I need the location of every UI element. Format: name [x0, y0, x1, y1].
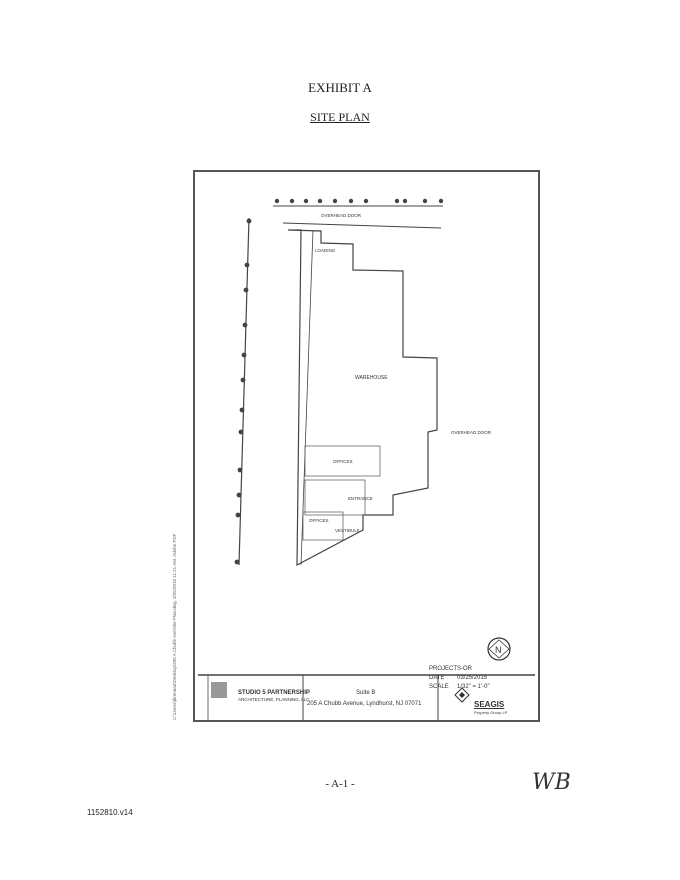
label-side-door: OVERHEAD DOOR	[451, 430, 492, 435]
label-entrance: ENTRANCE	[348, 496, 373, 501]
north-arrow-icon: N	[487, 637, 511, 661]
svg-text:N: N	[495, 645, 502, 655]
page-number: - A-1 -	[325, 778, 355, 790]
label-top-door: OVERHEAD DOOR	[321, 213, 362, 218]
exhibit-title: EXHIBIT A	[308, 80, 372, 95]
exhibit-subtitle: SITE PLAN	[310, 110, 370, 124]
top-column-markers	[274, 198, 444, 204]
left-column-markers	[234, 218, 252, 565]
seagis-logo-icon	[454, 687, 470, 703]
office-block	[304, 445, 381, 477]
address-label: 205 A Chubb Avenue, Lyndhurst, NJ 07071	[307, 701, 422, 707]
qr-code-icon	[211, 682, 227, 698]
label-loading: LOADING	[315, 248, 336, 253]
cad-path-text: C:\Users\jbrennan\Desktop\205 A Chubb Av…	[172, 533, 177, 720]
firm-subtitle: ARCHITECTURE, PLANNING, LLC	[238, 697, 310, 702]
suite-label: Suite B	[356, 690, 376, 696]
scale-label: SCALE	[429, 684, 449, 690]
firm-name: STUDIO 5 PARTNERSHIP	[238, 690, 310, 696]
entrance-block	[304, 479, 366, 516]
label-vestibule: VESTIBULE	[335, 528, 360, 533]
company-name: SEAGIS	[474, 700, 505, 709]
project-value: S-OR	[457, 666, 472, 672]
north-property-line	[282, 222, 442, 229]
interior-wall	[300, 229, 314, 566]
site-plan-sheet	[193, 170, 540, 722]
building-outline	[287, 229, 438, 567]
document-id: 1152810.v14	[87, 808, 133, 817]
company-subtitle: Property Group LP	[474, 710, 508, 715]
label-warehouse: WAREHOUSE	[355, 375, 388, 381]
site-plan-drawing: OVERHEAD DOOR LOADING WAREHOUSE OVERHEAD…	[198, 198, 535, 720]
handwritten-initials: WB	[532, 770, 571, 795]
vestibule-block	[302, 511, 344, 541]
left-column-line	[238, 217, 250, 566]
title-block	[198, 674, 535, 720]
project-label: PROJECT	[429, 666, 458, 672]
date-label: DATE	[429, 675, 445, 681]
date-value: 03/25/2015	[457, 675, 488, 681]
label-offices: OFFICES	[333, 459, 353, 464]
label-offices-2: OFFICES	[309, 518, 329, 523]
scale-value: 1/32" = 1'-0"	[457, 684, 490, 690]
